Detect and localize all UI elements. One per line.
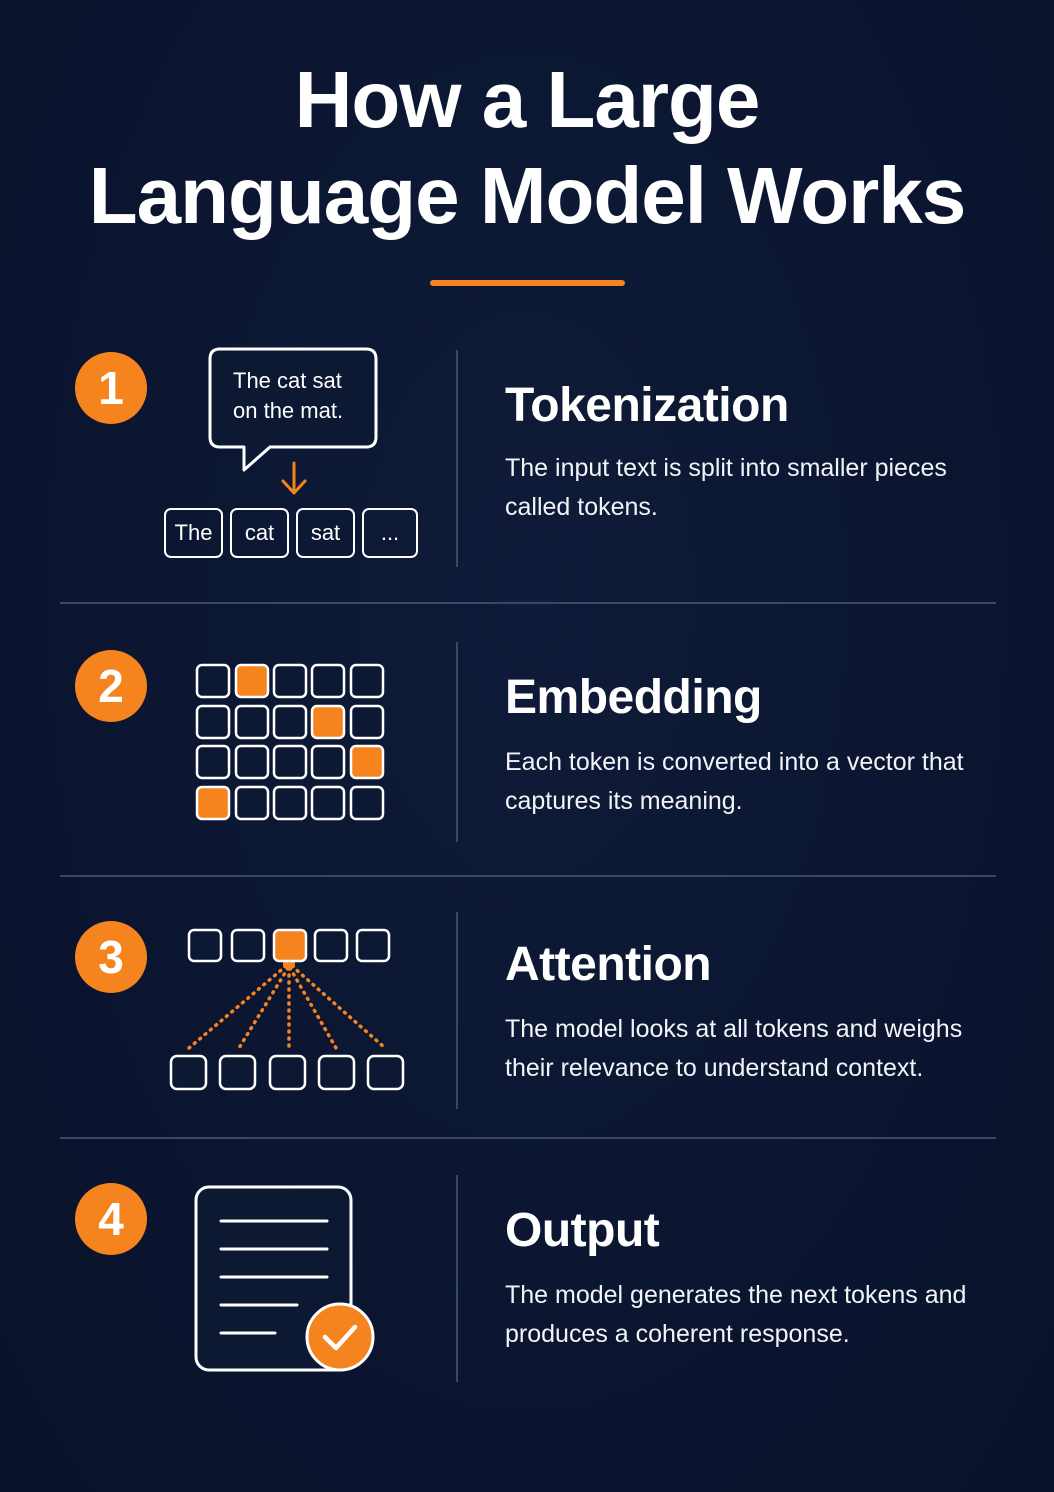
- step-number-badge: 1: [75, 352, 147, 424]
- token-box: ...: [362, 508, 418, 558]
- title-accent-bar: [430, 280, 625, 286]
- step-description: The model generates the next tokens and …: [505, 1281, 967, 1348]
- step-title: Output: [505, 1204, 660, 1257]
- attention-network-icon: [169, 928, 405, 1091]
- step-description: Each token is converted into a vector th…: [505, 748, 964, 815]
- page-title: How a Large Language Model Works: [0, 52, 1054, 244]
- column-divider: [456, 642, 458, 842]
- token-box: cat: [230, 508, 289, 558]
- column-divider: [456, 912, 458, 1109]
- column-divider: [456, 350, 458, 567]
- row-divider: [60, 875, 996, 877]
- title-line-1: How a Large: [294, 55, 761, 144]
- arrow-down-icon: [281, 461, 307, 495]
- checkmark-circle-icon: [305, 1302, 375, 1372]
- step-title: Attention: [505, 938, 712, 991]
- step-title: Tokenization: [505, 379, 789, 432]
- title-line-2: Language Model Works: [88, 151, 966, 240]
- step-number-badge: 3: [75, 921, 147, 993]
- step-number-badge: 4: [75, 1183, 147, 1255]
- document-icon: [194, 1185, 375, 1372]
- token-box: sat: [296, 508, 355, 558]
- step-description: The model looks at all tokens and weighs…: [505, 1015, 963, 1082]
- embedding-grid-icon: [195, 663, 385, 821]
- column-divider: [456, 1175, 458, 1382]
- bubble-text: The cat sat on the mat.: [233, 368, 344, 423]
- token-box: The: [164, 508, 223, 558]
- speech-bubble-icon: [208, 347, 378, 495]
- step-description: The input text is split into smaller pie…: [505, 454, 947, 521]
- row-divider: [60, 1137, 996, 1139]
- row-divider: [60, 602, 996, 604]
- step-title: Embedding: [505, 671, 762, 724]
- step-number-badge: 2: [75, 650, 147, 722]
